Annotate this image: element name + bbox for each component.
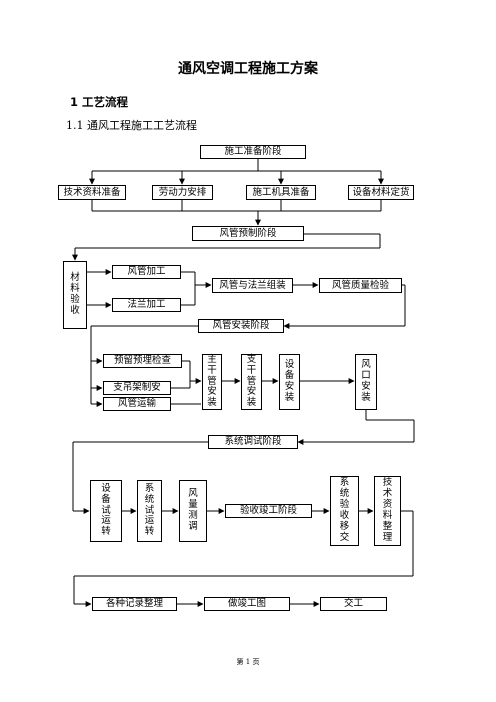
equipment-install: 设备安装	[279, 354, 300, 410]
system-trial-run: 系统试运转	[137, 480, 162, 542]
section-heading: 1 工艺流程	[70, 95, 129, 109]
prep-materials: 设备材料定货	[348, 185, 414, 200]
records-arrange: 各种记录整理	[92, 597, 177, 611]
flange-processing: 法兰加工	[112, 298, 181, 312]
airflow-measure: 风量测调	[179, 480, 207, 542]
duct-quality-check: 风管质量检验	[319, 278, 402, 293]
page-title: 通风空调工程施工方案	[178, 61, 318, 77]
support-install: 支吊架制安	[103, 381, 171, 395]
duct-transport: 风管运输	[103, 397, 171, 411]
outlet-install: 风口安装	[355, 354, 377, 410]
stage-prefab: 风管预制阶段	[192, 226, 304, 241]
stage-install: 风管安装阶段	[198, 319, 284, 333]
system-acceptance-handover: 系统验收移交	[330, 476, 359, 546]
as-built-drawings: 做竣工图	[204, 597, 290, 611]
main-pipe-install: 主干管安装	[202, 354, 222, 410]
page-number: 第 1 页	[236, 658, 260, 666]
embed-check: 预留预埋检查	[103, 354, 182, 368]
branch-pipe-install: 支干管安装	[241, 354, 262, 410]
stage-commissioning: 系统调试阶段	[208, 435, 298, 449]
equipment-trial-run: 设备试运转	[90, 480, 122, 542]
subsection-heading: 1.1 通风工程施工工艺流程	[66, 119, 197, 132]
prep-tech-docs: 技术资料准备	[58, 185, 126, 200]
duct-flange-assembly: 风管与法兰组装	[212, 278, 293, 293]
prep-tools: 施工机具准备	[246, 185, 316, 200]
stage-preparation: 施工准备阶段	[200, 145, 306, 159]
prep-labor: 劳动力安排	[152, 185, 213, 200]
tech-doc-arrange: 技术资料整理	[374, 476, 401, 546]
duct-processing: 风管加工	[112, 265, 181, 279]
material-check: 材料验收	[63, 261, 87, 329]
stage-acceptance: 验收竣工阶段	[225, 504, 312, 518]
handover: 交工	[320, 597, 387, 611]
